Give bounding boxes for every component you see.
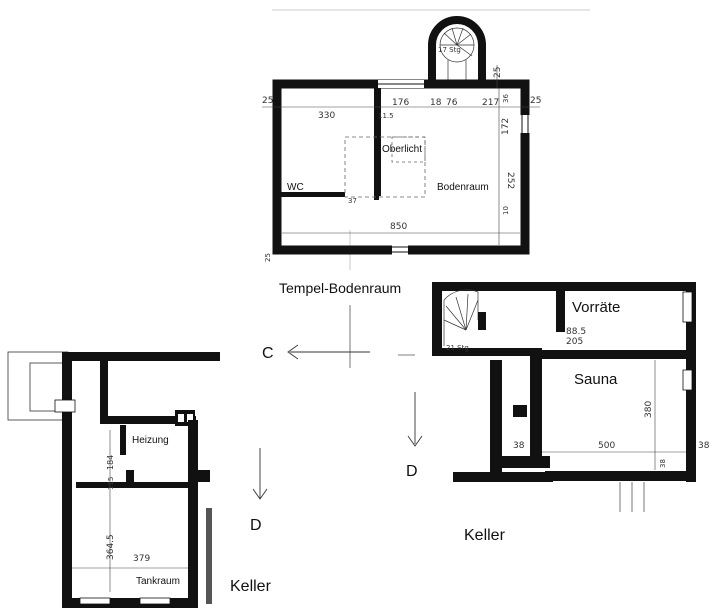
dim-sauna-depth: 380	[644, 401, 654, 418]
dim-wall-right: 25	[530, 96, 541, 106]
dim-wall-bottom: 25	[264, 253, 272, 262]
dim-wall-a: 38	[513, 441, 525, 451]
dim-d2: 172	[501, 118, 511, 135]
dim-gap2: 76	[446, 98, 458, 108]
temple-attic-plan: 25 25 25 330 176 18 76 217 11.5 850 36 1…	[262, 9, 590, 296]
dim-door-height: 205	[566, 337, 583, 347]
stair-steps-cellar: 21 Stg	[446, 344, 469, 352]
section-c-label: C	[262, 345, 274, 362]
dim-gap1: 18	[430, 98, 442, 108]
dim-d3: 252	[505, 172, 515, 189]
dim-depth-small: 11.5	[378, 112, 394, 120]
dim-d4: 10	[502, 206, 510, 215]
dim-width-mid: 176	[392, 98, 409, 108]
section-d-right-label: D	[406, 463, 418, 480]
dim-left-d2: 115	[107, 477, 115, 490]
dim-left-length: 364.5	[106, 534, 116, 560]
section-d-left-label: D	[250, 517, 262, 534]
spiral-stair-cellar	[443, 289, 486, 346]
dim-left-d1: 184	[106, 455, 115, 470]
dim-width-left: 330	[318, 111, 335, 121]
dim-width-right: 217	[482, 98, 499, 108]
stair-steps-temple: 17 Stg	[438, 46, 461, 54]
dim-door-width: 88.5	[566, 327, 586, 337]
cellar-left-title: Keller	[230, 578, 272, 595]
dim-wall-b: 38	[698, 441, 710, 451]
room-label-vorraete: Vorräte	[572, 299, 620, 316]
dim-wall-left: 25	[262, 96, 273, 106]
room-label-oberlicht: Oberlicht	[382, 144, 422, 155]
cellar-plan-left: 184 115 364.5 379 Heizung Tankraum Kelle…	[7, 351, 272, 608]
room-label-tankraum: Tankraum	[136, 576, 180, 587]
cellar-right-title: Keller	[464, 527, 506, 544]
dim-wall-c: 38	[659, 459, 667, 468]
dim-d1: 36	[502, 94, 510, 103]
temple-interior-wall	[374, 88, 381, 196]
cellar-plan-right: 21 Stg 88.5 205 380 500 38 38 38 Vorräte…	[432, 282, 710, 544]
temple-plan-title: Tempel-Bodenraum	[279, 280, 401, 296]
spiral-stair-temple	[439, 27, 475, 82]
room-label-bodenraum: Bodenraum	[437, 182, 489, 193]
dim-d5: 37	[348, 197, 357, 205]
dim-wall-top-right: 25	[493, 67, 503, 78]
room-label-sauna: Sauna	[574, 371, 618, 388]
dim-sauna-width: 500	[598, 441, 615, 451]
dim-overall-width: 850	[390, 222, 407, 232]
room-label-heizung: Heizung	[132, 435, 169, 446]
section-marks: C D D	[250, 305, 423, 534]
room-label-wc: WC	[287, 182, 304, 193]
dim-left-width: 379	[133, 554, 150, 564]
